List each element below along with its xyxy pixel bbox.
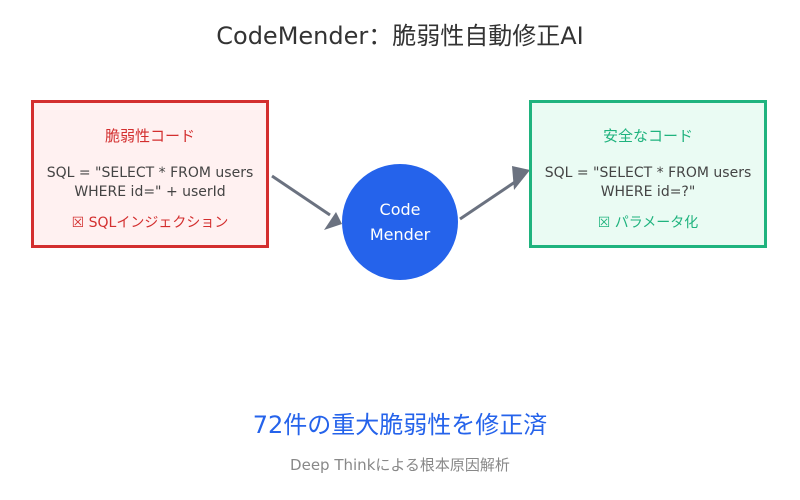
diagram-title: CodeMender：脆弱性自動修正AI [216,22,584,50]
safe-code: SQL = "SELECT * FROM users WHERE id=?" [532,164,764,202]
code-line: SQL = "SELECT * FROM users [544,165,752,181]
codemender-node: Code Mender [342,164,458,280]
code-line: WHERE id=?" [600,184,696,200]
arrow-to-safe-code [459,178,519,221]
vulnerable-heading: 脆弱性コード [104,127,195,145]
safe-heading: 安全なコード [602,127,693,145]
subtitle: Deep Thinkによる根本原因解析 [290,456,510,474]
safe-code-box: 安全なコード SQL = "SELECT * FROM users WHERE … [529,100,767,248]
result-headline: 72件の重大脆弱性を修正済 [252,411,548,439]
vulnerable-code: SQL = "SELECT * FROM users WHERE id=" + … [34,164,266,202]
arrow-to-codemender [271,174,331,217]
fix-note: ☒ パラメータ化 [597,215,699,231]
vulnerability-note: ☒ SQLインジェクション [71,215,229,231]
node-label: Code [379,200,421,219]
code-line: WHERE id=" + userId [74,184,226,200]
arrowhead-icon [512,166,530,190]
node-label: Mender [369,225,431,244]
code-line: SQL = "SELECT * FROM users [46,165,254,181]
vulnerable-code-box: 脆弱性コード SQL = "SELECT * FROM users WHERE … [31,100,269,248]
arrowhead-icon [324,212,342,230]
